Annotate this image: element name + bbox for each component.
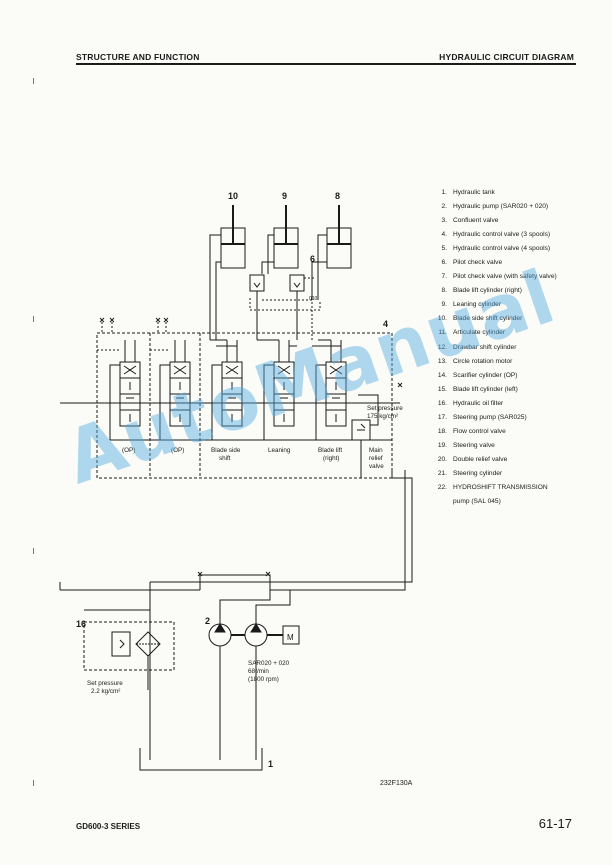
spool-leaning (273, 361, 295, 427)
cylinder-10 (220, 205, 246, 269)
component-legend: 1.Hydraulic tank 2.Hydraulic pump (SAR02… (433, 186, 557, 509)
figure-code: 232F130A (380, 780, 413, 787)
pilot-check-valve (249, 274, 265, 292)
legend-item: 6.Pilot check valve (441, 259, 503, 267)
legend-item: 12.Drawbar shift cylinder (437, 343, 517, 351)
main-relief-label: Main (369, 447, 383, 454)
cylinder-9 (273, 205, 299, 269)
spool-blade-lift (325, 361, 347, 427)
callout-4: 4 (383, 319, 388, 329)
callout-16: 16 (76, 619, 86, 629)
pump-model: SAR020 + 020 (248, 660, 290, 667)
set-pressure-main: Set pressure (367, 405, 403, 412)
legend-item: 20.Double relief valve (437, 455, 508, 463)
spool-op-2 (169, 361, 191, 427)
pilot-check-valve (289, 274, 305, 292)
legend-item: 16.Hydraulic oil filter (437, 399, 504, 407)
spool-label-op-1: (OP) (122, 447, 135, 454)
spool-op-1 (119, 361, 141, 427)
header-rule (76, 63, 576, 65)
legend-item: 8.Blade lift cylinder (right) (441, 287, 522, 295)
callout-8: 8 (335, 191, 340, 201)
set-pressure-filter-value: 2.2 kg/cm² (91, 688, 120, 695)
margin-tick (33, 78, 34, 84)
page-number: 61-17 (538, 816, 572, 831)
legend-item: 11.Articulate cylinder (438, 329, 506, 337)
legend-item-continuation: pump (SAL 045) (453, 498, 501, 506)
legend-item: 22.HYDROSHIFT TRANSMISSION (437, 483, 548, 491)
spool-label-blade-side: Blade side (211, 447, 241, 454)
cylinder-8 (326, 205, 352, 269)
main-relief-label-2: relief (369, 455, 383, 462)
spool-blade-side-shift (221, 361, 243, 427)
small-label: 010 (309, 296, 318, 302)
callout-10: 10 (228, 191, 238, 201)
legend-item: 15.Blade lift cylinder (left) (437, 385, 518, 393)
pump-rpm: (1800 rpm) (248, 676, 279, 683)
legend-item: 14.Scarifier cylinder (OP) (437, 371, 518, 379)
legend-item: 4.Hydraulic control valve (3 spools) (441, 231, 551, 239)
margin-tick (33, 548, 34, 554)
drive-motor (282, 625, 300, 645)
footer-series: GD600-3 SERIES (76, 822, 141, 831)
callout-1: 1 (268, 759, 273, 769)
legend-item: 17.Steering pump (SAR025) (437, 413, 527, 421)
section-title: STRUCTURE AND FUNCTION (76, 52, 200, 62)
callout-6: 6 (310, 254, 315, 264)
margin-tick (33, 316, 34, 322)
callout-9: 9 (282, 191, 287, 201)
control-valve-boundary (96, 332, 393, 479)
callout-2: 2 (205, 616, 210, 626)
margin-tick (33, 780, 34, 786)
set-pressure-main-value: 175 kg/cm² (367, 413, 398, 420)
legend-item: 2.Hydraulic pump (SAR020 + 020) (441, 203, 549, 211)
legend-item: 5.Hydraulic control valve (4 spools) (441, 245, 551, 253)
legend-item: 19.Steering valve (437, 441, 495, 449)
legend-item: 9.Leaning cylinder (441, 301, 502, 309)
main-relief-label-3: valve (369, 463, 384, 470)
spool-label-blade-side-2: shift (219, 455, 231, 462)
spool-label-op-2: (OP) (171, 447, 184, 454)
legend-item: 13.Circle rotation motor (437, 357, 513, 365)
oil-filter-unit (83, 621, 175, 671)
spool-label-blade-lift: Blade lift (318, 447, 342, 454)
page-heading: HYDRAULIC CIRCUIT DIAGRAM (439, 52, 574, 62)
spool-label-leaning: Leaning (268, 447, 291, 454)
motor-label: M (287, 633, 294, 642)
legend-item: 1.Hydraulic tank (441, 189, 495, 196)
legend-item: 21.Steering cylinder (437, 469, 503, 477)
pump-flow: 68ℓ/min (248, 668, 269, 675)
legend-item: 10.Blade side shift cylinder (437, 315, 523, 323)
legend-item: 7.Pilot check valve (with safety valve) (441, 273, 557, 281)
spool-label-blade-lift-2: (right) (323, 455, 339, 462)
filter-bypass-valve (111, 631, 131, 657)
hydraulic-tank (139, 748, 263, 771)
legend-item: 18.Flow control valve (437, 427, 506, 435)
set-pressure-filter: Set pressure (87, 680, 123, 687)
legend-item: 3.Confluent valve (441, 217, 499, 225)
